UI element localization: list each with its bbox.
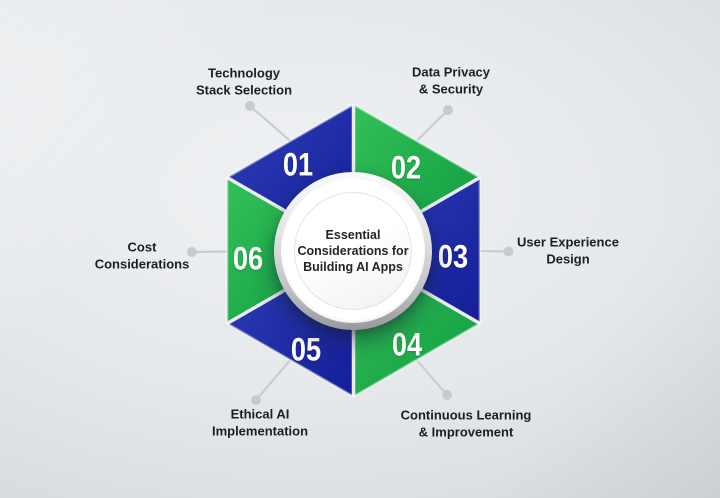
label-continuous-learning-improvement: Continuous Learning & Improvement [401,407,532,440]
connector-dot-01 [245,101,255,111]
segment-01-number: 01 [282,146,314,183]
center-badge-ring: Essential Considerations for Building AI… [274,172,432,330]
label-line: Ethical AI [230,406,290,422]
center-title-line-2: Considerations for [297,243,409,258]
label-technology-stack-selection: Technology Stack Selection [196,65,292,98]
label-line: Data Privacy [411,64,491,80]
label-line: User Experience [517,234,619,250]
connector-line-01 [249,105,291,142]
label-cost-considerations: Cost Considerations [95,239,190,272]
label-ethical-ai-implementation: Ethical AI Implementation [212,406,308,439]
hexagon-outline-highlight [225,103,482,398]
connector-line-06 [191,250,228,253]
label-line: Implementation [211,423,309,438]
connector-dot-02 [443,105,453,115]
segment-02-number: 02 [390,149,422,186]
segment-03-number: 03 [437,238,469,275]
connector-dot-06 [187,247,197,257]
connector-line-03 [477,250,509,253]
label-user-experience-design: User Experience Design [517,234,619,267]
label-line: Considerations [94,256,190,271]
label-line: Technology [208,65,280,81]
segment-06-number: 06 [232,240,264,277]
connector-dot-05 [251,395,261,405]
connector-line-02 [415,109,449,142]
label-line: Design [546,251,590,266]
center-badge-band: Essential Considerations for Building AI… [281,179,425,323]
label-data-privacy-security: Data Privacy & Security [412,64,490,97]
connector-line-05 [255,359,292,401]
segment-05-number: 05 [290,331,322,368]
center-title-line-1: Essential [325,227,381,242]
connector-dot-04 [442,390,452,400]
label-line: Stack Selection [195,82,293,97]
segment-04-number: 04 [391,326,423,363]
label-line: & Security [418,81,484,96]
center-title: Essential Considerations for Building AI… [297,227,408,276]
label-line: Continuous Learning [400,407,532,423]
label-line: & Improvement [418,424,514,439]
center-badge: Essential Considerations for Building AI… [294,192,412,310]
connector-dot-03 [503,246,514,257]
center-title-line-3: Building AI Apps [303,260,403,275]
label-line: Cost [127,239,157,255]
connector-line-04 [415,359,448,396]
